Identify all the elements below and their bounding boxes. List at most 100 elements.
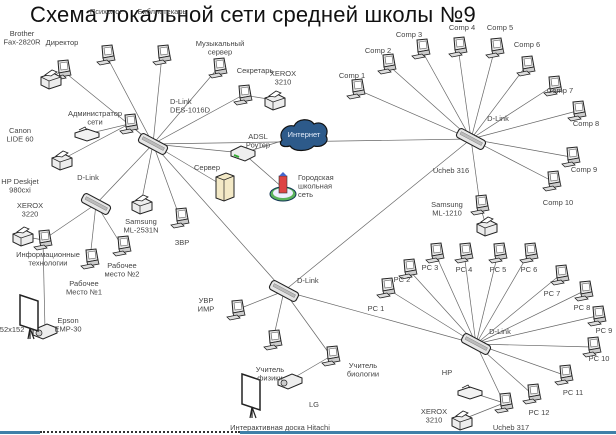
computer-icon[interactable] — [376, 277, 396, 299]
device-label: Директор — [46, 38, 79, 47]
it-switch-icon[interactable] — [80, 193, 112, 216]
computer-icon[interactable] — [52, 59, 72, 81]
computer-icon[interactable] — [170, 207, 190, 229]
printer-icon[interactable] — [40, 69, 62, 90]
computer-icon[interactable] — [554, 364, 574, 386]
computer-icon[interactable] — [263, 329, 283, 351]
computer-icon[interactable] — [574, 280, 594, 302]
cable-lab316 — [470, 65, 527, 140]
computer-label: PC 5 — [490, 265, 507, 274]
computer-icon[interactable] — [33, 229, 53, 251]
scanner-label: HP — [442, 368, 452, 377]
computer-icon[interactable] — [425, 242, 445, 264]
room-label: Ucheb 317 — [493, 423, 529, 432]
projector-icon[interactable] — [277, 373, 303, 390]
lab317-switch-icon[interactable] — [460, 333, 492, 356]
cable-backbone — [283, 138, 472, 292]
it-switch-label: D-Link — [77, 173, 99, 182]
cable-lab316 — [420, 48, 472, 140]
cable-uplink — [95, 143, 154, 205]
computer-icon[interactable] — [561, 146, 581, 168]
computer-icon[interactable] — [519, 242, 539, 264]
printer-icon[interactable] — [476, 216, 498, 237]
cable-admin — [152, 67, 219, 145]
computer-label: Comp 2 — [365, 46, 391, 55]
computer-icon[interactable] — [208, 57, 228, 79]
scanner-icon[interactable] — [457, 384, 483, 400]
lab316-switch-icon[interactable] — [455, 128, 487, 151]
main-switch-icon[interactable] — [137, 133, 169, 156]
cable-lab317 — [475, 315, 598, 345]
computer-icon[interactable] — [587, 305, 607, 327]
computer-icon[interactable] — [494, 392, 514, 414]
cable-admin — [152, 143, 181, 219]
projection-screen-icon — [241, 372, 261, 419]
computer-icon[interactable] — [550, 264, 570, 286]
computer-icon[interactable] — [96, 44, 116, 66]
computer-label: PC 3 — [422, 263, 439, 272]
printer-icon[interactable] — [131, 194, 153, 215]
cable-printer — [60, 123, 130, 161]
computer-icon[interactable] — [567, 100, 587, 122]
computer-icon[interactable] — [152, 44, 172, 66]
server-icon[interactable] — [215, 172, 235, 202]
computer-label: Comp 10 — [543, 198, 573, 207]
scanner-icon[interactable] — [74, 126, 100, 142]
computer-icon[interactable] — [226, 299, 246, 321]
computer-icon[interactable] — [411, 38, 431, 60]
computer-icon[interactable] — [516, 55, 536, 77]
computer-icon[interactable] — [454, 242, 474, 264]
computer-icon[interactable] — [542, 170, 562, 192]
computer-icon[interactable] — [543, 75, 563, 97]
adsl-router-icon[interactable] — [230, 145, 256, 162]
diagram-title: Схема локальной сети средней школы №9 — [30, 2, 476, 27]
cable — [283, 290, 332, 357]
computer-icon[interactable] — [377, 53, 397, 75]
cable — [475, 343, 505, 404]
computer-icon[interactable] — [80, 248, 100, 270]
computer-label: PC 10 — [589, 354, 610, 363]
computer-label: PC 1 — [368, 304, 385, 313]
computer-icon[interactable] — [119, 113, 139, 135]
printer-icon[interactable] — [451, 410, 473, 431]
cable-lab316 — [386, 63, 472, 140]
internet-cloud-icon: Интернет — [279, 119, 328, 152]
printer-icon[interactable] — [264, 90, 286, 111]
device-label: LG — [309, 400, 319, 409]
cable — [235, 290, 285, 311]
computer-label: Comp 3 — [396, 30, 422, 39]
middle-switch-icon[interactable] — [268, 280, 300, 303]
computer-icon[interactable] — [522, 383, 542, 405]
cable-router — [152, 143, 244, 154]
computer-icon[interactable] — [112, 235, 132, 257]
printer-icon[interactable] — [12, 226, 34, 247]
internet-label: Интернет — [288, 130, 321, 139]
printer-icon[interactable] — [51, 150, 73, 171]
computer-icon[interactable] — [233, 84, 253, 106]
computer-label: PC 9 — [596, 326, 613, 335]
bottom-accent-bar-left — [0, 431, 40, 434]
computer-label: Comp 5 — [487, 23, 513, 32]
cable-admin — [152, 54, 163, 145]
computer-icon[interactable] — [398, 258, 418, 280]
computer-label: Comp 4 — [449, 23, 475, 32]
computer-icon[interactable] — [448, 36, 468, 58]
computer-icon[interactable] — [488, 242, 508, 264]
computer-icon[interactable] — [321, 345, 341, 367]
computer-icon[interactable] — [470, 194, 490, 216]
computer-icon[interactable] — [485, 37, 505, 59]
computer-icon[interactable] — [346, 78, 366, 100]
computer-icon[interactable] — [582, 336, 602, 358]
